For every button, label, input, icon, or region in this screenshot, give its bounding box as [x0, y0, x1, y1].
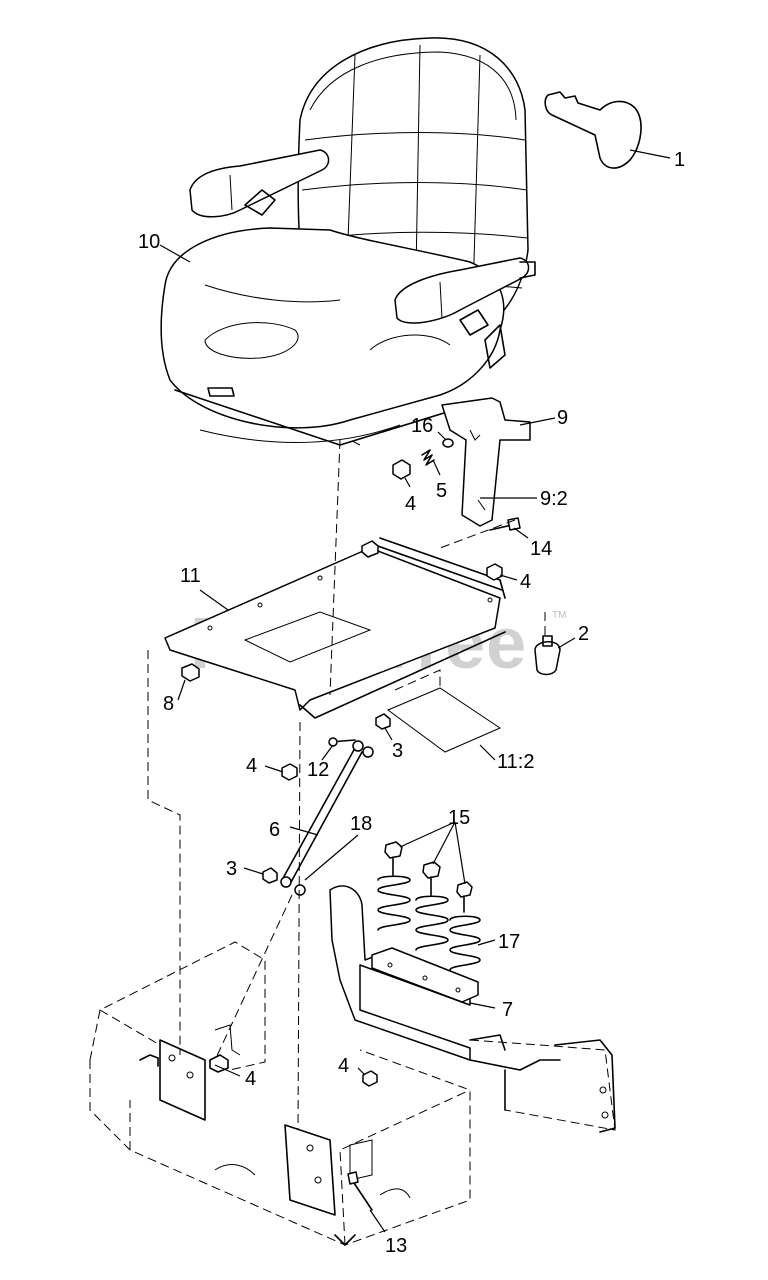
callout-6: 6	[269, 819, 280, 841]
part-3-nut-lower[interactable]	[262, 867, 278, 884]
callout-2: 2	[578, 623, 589, 645]
callout-5: 5	[436, 480, 447, 502]
callout-4-frame: 4	[245, 1068, 256, 1090]
callout-4-left: 4	[246, 755, 257, 777]
callout-11: 11	[180, 565, 201, 587]
callout-16: 16	[411, 415, 433, 437]
part-15-bolts[interactable]	[384, 841, 473, 913]
callout-labels: 1 10 16 9 5 4 9:2 14 11 4 2 8 3 4 12 11:…	[138, 149, 685, 1257]
part-12-bolt[interactable]	[328, 737, 356, 747]
part-7-spring-bracket[interactable]	[329, 885, 616, 1133]
part-9-bracket[interactable]	[441, 397, 531, 527]
callout-1: 1	[674, 149, 685, 171]
callout-14: 14	[530, 538, 552, 560]
part-14-bolt[interactable]	[489, 517, 521, 531]
part-4-nut-upper[interactable]	[392, 459, 411, 480]
part-6-link-rod[interactable]	[280, 740, 364, 888]
part-18-bushing[interactable]	[294, 746, 374, 896]
part-16-washer[interactable]	[442, 438, 454, 448]
leader-lines	[159, 149, 671, 1233]
part-1-key[interactable]	[544, 91, 642, 169]
callout-4-plate: 4	[520, 571, 531, 593]
callout-9: 9	[557, 407, 568, 429]
callout-13: 13	[385, 1235, 407, 1257]
part-17-springs[interactable]	[377, 875, 481, 971]
callout-18: 18	[350, 813, 372, 835]
part-2-bumper[interactable]	[534, 635, 561, 676]
callout-4-bracket: 4	[338, 1055, 349, 1077]
callout-8: 8	[163, 693, 174, 715]
part-4-nut-plate[interactable]	[486, 563, 503, 581]
callout-11-2: 11:2	[497, 751, 534, 773]
part-3-nut-upper[interactable]	[375, 713, 391, 730]
callout-17: 17	[498, 931, 520, 953]
part-4-nut-bracket[interactable]	[362, 1070, 378, 1087]
assembly-guide-lines	[147, 439, 546, 1131]
trademark-text: TM	[552, 610, 566, 621]
callout-3-upper: 3	[392, 740, 403, 762]
part-8-nut[interactable]	[181, 663, 200, 682]
callout-9-2: 9:2	[540, 488, 568, 510]
callout-4-upper: 4	[405, 493, 416, 515]
seat-assembly[interactable]	[160, 37, 536, 446]
part-5-spring[interactable]	[421, 449, 435, 466]
callout-10: 10	[138, 231, 160, 253]
callout-7: 7	[502, 999, 513, 1021]
callout-15: 15	[448, 807, 470, 829]
part-13-bolt[interactable]	[347, 1171, 373, 1211]
frame-assembly[interactable]	[89, 941, 471, 1246]
callout-12: 12	[307, 759, 329, 781]
callout-3-lower: 3	[226, 858, 237, 880]
part-4-nut-left[interactable]	[281, 763, 298, 781]
